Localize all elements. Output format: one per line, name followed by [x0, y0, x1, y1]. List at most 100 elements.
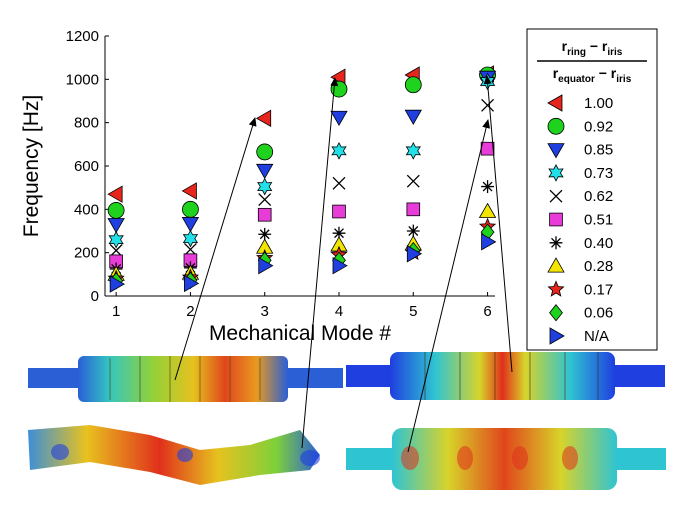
mode-shape-panel-top-left [28, 356, 343, 402]
mode-shape-panel-bottom-left [28, 425, 320, 485]
legend-entries: 1.00 0.92 0.85 0.73 0.62 0.51 0.40 0.28 0.17 0.06… [547, 94, 613, 345]
data-point [255, 109, 272, 128]
legend-label: 0.40 [584, 235, 613, 252]
arrow-bottom-left [301, 77, 339, 449]
legend-marker [549, 189, 563, 203]
legend-entry: 1.00 [547, 94, 613, 112]
data-point [109, 244, 123, 257]
legend-box [526, 28, 658, 351]
legend-entry: 0.51 [549, 212, 613, 229]
arrow-bottom-right [407, 119, 491, 453]
legend-label: 0.28 [584, 258, 613, 275]
data-point [107, 218, 125, 234]
legend-marker [549, 327, 565, 345]
data-point [405, 141, 421, 160]
y-tick-label: 1200 [66, 28, 99, 45]
series-0.40 [109, 180, 494, 276]
series-1.00 [107, 65, 494, 203]
series-0.51 [109, 141, 495, 269]
data-point [182, 229, 199, 248]
data-point [481, 98, 495, 112]
legend-marker [547, 257, 565, 273]
legend-marker [547, 117, 565, 135]
data-point [406, 174, 420, 188]
y-tick-label: 1000 [66, 71, 99, 88]
data-point [478, 202, 497, 218]
y-tick-label: 0 [91, 288, 99, 305]
annotation-arrows [174, 75, 513, 453]
data-point [184, 274, 200, 293]
legend-label: 0.85 [584, 142, 613, 159]
legend-title-denominator: requator − riris [553, 65, 632, 85]
series-0.85 [107, 70, 497, 234]
y-ticks: 0 200 400 600 800 1000 1200 [66, 28, 109, 305]
series-0.73 [108, 72, 496, 249]
legend-label: 0.51 [584, 212, 613, 229]
legend-label: N/A [584, 328, 609, 345]
data-point [406, 224, 420, 238]
y-tick-label: 400 [74, 201, 99, 218]
y-tick-label: 800 [74, 115, 99, 132]
x-tick-label: 6 [483, 303, 491, 320]
data-point [258, 227, 272, 241]
data-point [181, 182, 197, 200]
mode-shape-panel-top-right [346, 352, 665, 400]
legend-entry: 0.73 [548, 164, 613, 182]
series-0.92 [107, 66, 496, 219]
data-point [256, 163, 274, 180]
legend-label: 0.73 [584, 165, 613, 182]
x-tick-label: 4 [335, 303, 343, 320]
data-point [404, 76, 422, 94]
data-point [332, 256, 348, 275]
data-point [183, 242, 197, 256]
legend-entry: N/A [549, 327, 609, 345]
data-point [108, 230, 124, 249]
legend-entry: 0.62 [549, 188, 613, 205]
data-point [404, 109, 422, 125]
arrow-top-right [483, 75, 513, 373]
data-point [330, 110, 348, 127]
legend-marker [547, 280, 565, 297]
data-point [257, 177, 273, 196]
mode-shape-panel-bottom-right [346, 428, 666, 490]
data-point [332, 226, 346, 240]
series-0.62 [109, 98, 495, 257]
series-0.17 [107, 217, 497, 286]
legend-marker [549, 304, 563, 322]
data-point [332, 176, 346, 190]
data-point [258, 256, 274, 275]
data-point [331, 141, 347, 160]
mode-shape-panels [28, 352, 666, 490]
legend-label: 1.00 [584, 95, 613, 112]
data-point [406, 245, 423, 263]
legend-marker [549, 236, 563, 250]
data-point [257, 207, 272, 222]
legend-entry: 0.40 [549, 235, 613, 252]
y-tick-label: 200 [74, 245, 99, 262]
x-tick-label: 2 [186, 303, 194, 320]
legend-entry: 0.17 [547, 280, 613, 298]
data-point [182, 200, 199, 218]
data-point [481, 233, 497, 251]
data-point [480, 141, 495, 156]
y-tick-label: 600 [74, 158, 99, 175]
legend-label: 0.17 [584, 281, 613, 298]
arrow-top-left [174, 117, 257, 381]
legend: rring − riris requator − riris 1.00 0.92 0… [526, 28, 658, 351]
series-0.06 [109, 223, 495, 290]
legend-entry: 0.92 [547, 117, 613, 135]
legend-title-numerator: rring − riris [562, 38, 623, 58]
y-axis-title: Frequency [Hz] [20, 95, 43, 237]
data-point [109, 275, 125, 293]
legend-label: 0.06 [584, 305, 613, 322]
data-point [181, 217, 200, 233]
series-0.28 [107, 202, 497, 281]
x-axis-title: Mechanical Mode # [209, 322, 391, 345]
x-tick-label: 1 [112, 303, 120, 320]
legend-marker [549, 212, 563, 227]
legend-entry: 0.85 [547, 142, 613, 159]
data-point [107, 202, 125, 219]
series-N/A [109, 233, 497, 293]
